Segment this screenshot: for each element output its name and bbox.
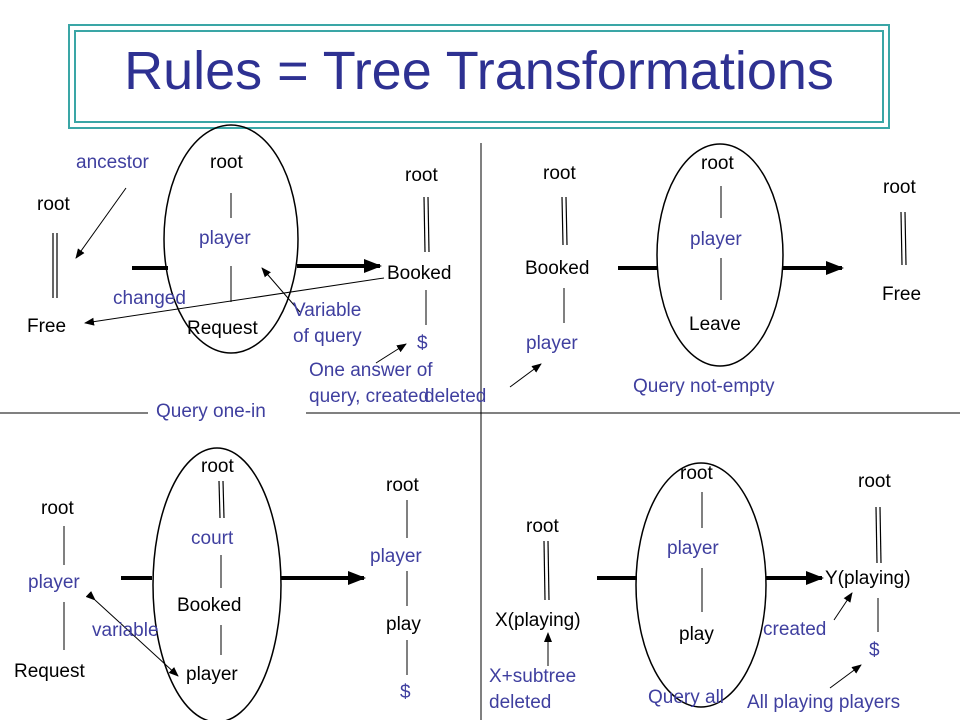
q1-lhs-tree — [52, 233, 58, 298]
q3-rhs-play: play — [386, 614, 421, 635]
q3-pattern-booked: Booked — [177, 595, 242, 616]
q1-rhs-root: root — [405, 165, 438, 186]
q4-rhs-y-playing: Y(playing) — [825, 568, 911, 589]
q3-variable-label: variable — [92, 620, 159, 641]
q2-lhs-root: root — [543, 163, 576, 184]
q1-pattern-root: root — [210, 152, 243, 173]
q4-created-pointer — [833, 592, 853, 621]
page-title: Rules = Tree Transformations — [124, 41, 834, 101]
q3-pattern-court: court — [191, 528, 234, 549]
q3-lhs-root: root — [41, 498, 74, 519]
title-frame-inner — [74, 30, 884, 123]
q4-all-playing-label: All playing players — [747, 692, 901, 713]
q2-rhs-root: root — [883, 177, 916, 198]
q1-ancestor-pointer — [75, 187, 127, 259]
q2-query-type: Query not-empty — [633, 376, 775, 397]
q4-lhs-root: root — [526, 516, 559, 537]
q4-pattern-root: root — [680, 463, 713, 484]
q3-pattern-ellipse — [152, 447, 282, 720]
q2-lhs-tree — [561, 196, 568, 323]
q3-lhs-player: player — [28, 572, 80, 593]
q3-rhs-root: root — [386, 475, 419, 496]
q3-rhs-player: player — [370, 546, 422, 567]
q4-rhs-root: root — [858, 471, 891, 492]
q1-lhs-free: Free — [27, 316, 67, 337]
q2-lhs-booked: Booked — [525, 258, 590, 279]
q1-variable-of-query: Variable of query — [293, 300, 362, 347]
q2-rhs-tree — [900, 211, 907, 266]
q4-pattern-player: player — [667, 538, 719, 559]
q1-ancestor-label: ancestor — [76, 152, 149, 173]
q4-rhs-dollar: $ — [869, 640, 880, 661]
q1-variable-pointer — [261, 267, 301, 313]
q1-pattern-player: player — [199, 228, 251, 249]
q4-subtree-deleted-label: X+subtree deleted — [489, 666, 577, 713]
q1-rhs-dollar: $ — [417, 333, 428, 354]
q2-deleted-label: deleted — [424, 386, 487, 407]
q2-lhs-player: player — [526, 333, 578, 354]
q1-changed-label: changed — [113, 288, 186, 309]
q3-pattern-tree — [218, 480, 225, 655]
q1-rhs-tree — [423, 196, 430, 325]
q1-answer-pointer — [375, 343, 407, 364]
q4-rhs-tree — [875, 506, 882, 632]
q1-one-answer-label: One answer of query, created — [309, 360, 433, 407]
q3-variable-link — [85, 590, 179, 677]
q3-rhs-dollar: $ — [400, 682, 411, 703]
q2-pattern-ellipse — [656, 143, 784, 367]
q2-rhs-free: Free — [882, 284, 922, 305]
q4-pattern-ellipse — [635, 462, 767, 708]
q3-lhs-request: Request — [14, 661, 85, 682]
q4-pattern-play: play — [679, 624, 714, 645]
q4-lhs-x-playing: X(playing) — [495, 610, 581, 631]
q4-lhs-tree — [543, 540, 550, 601]
q1-pattern-request: Request — [187, 318, 258, 339]
q3-pattern-player: player — [186, 664, 238, 685]
q3-pattern-root: root — [201, 456, 234, 477]
title-frame-outer — [68, 24, 890, 129]
q2-pattern-root: root — [701, 153, 734, 174]
q2-deleted-pointer — [509, 363, 542, 388]
q4-created-label: created — [763, 619, 827, 640]
q1-changed-pointer — [84, 277, 385, 326]
q1-query-type: Query one-in — [156, 401, 266, 422]
q1-lhs-root: root — [37, 194, 70, 215]
q4-query-type: Query all — [648, 687, 725, 708]
q4-all-playing-pointer — [829, 664, 862, 689]
q2-pattern-player: player — [690, 229, 742, 250]
q1-pattern-ellipse — [163, 124, 299, 354]
q2-pattern-leave: Leave — [689, 314, 741, 335]
q1-rhs-booked: Booked — [387, 263, 452, 284]
